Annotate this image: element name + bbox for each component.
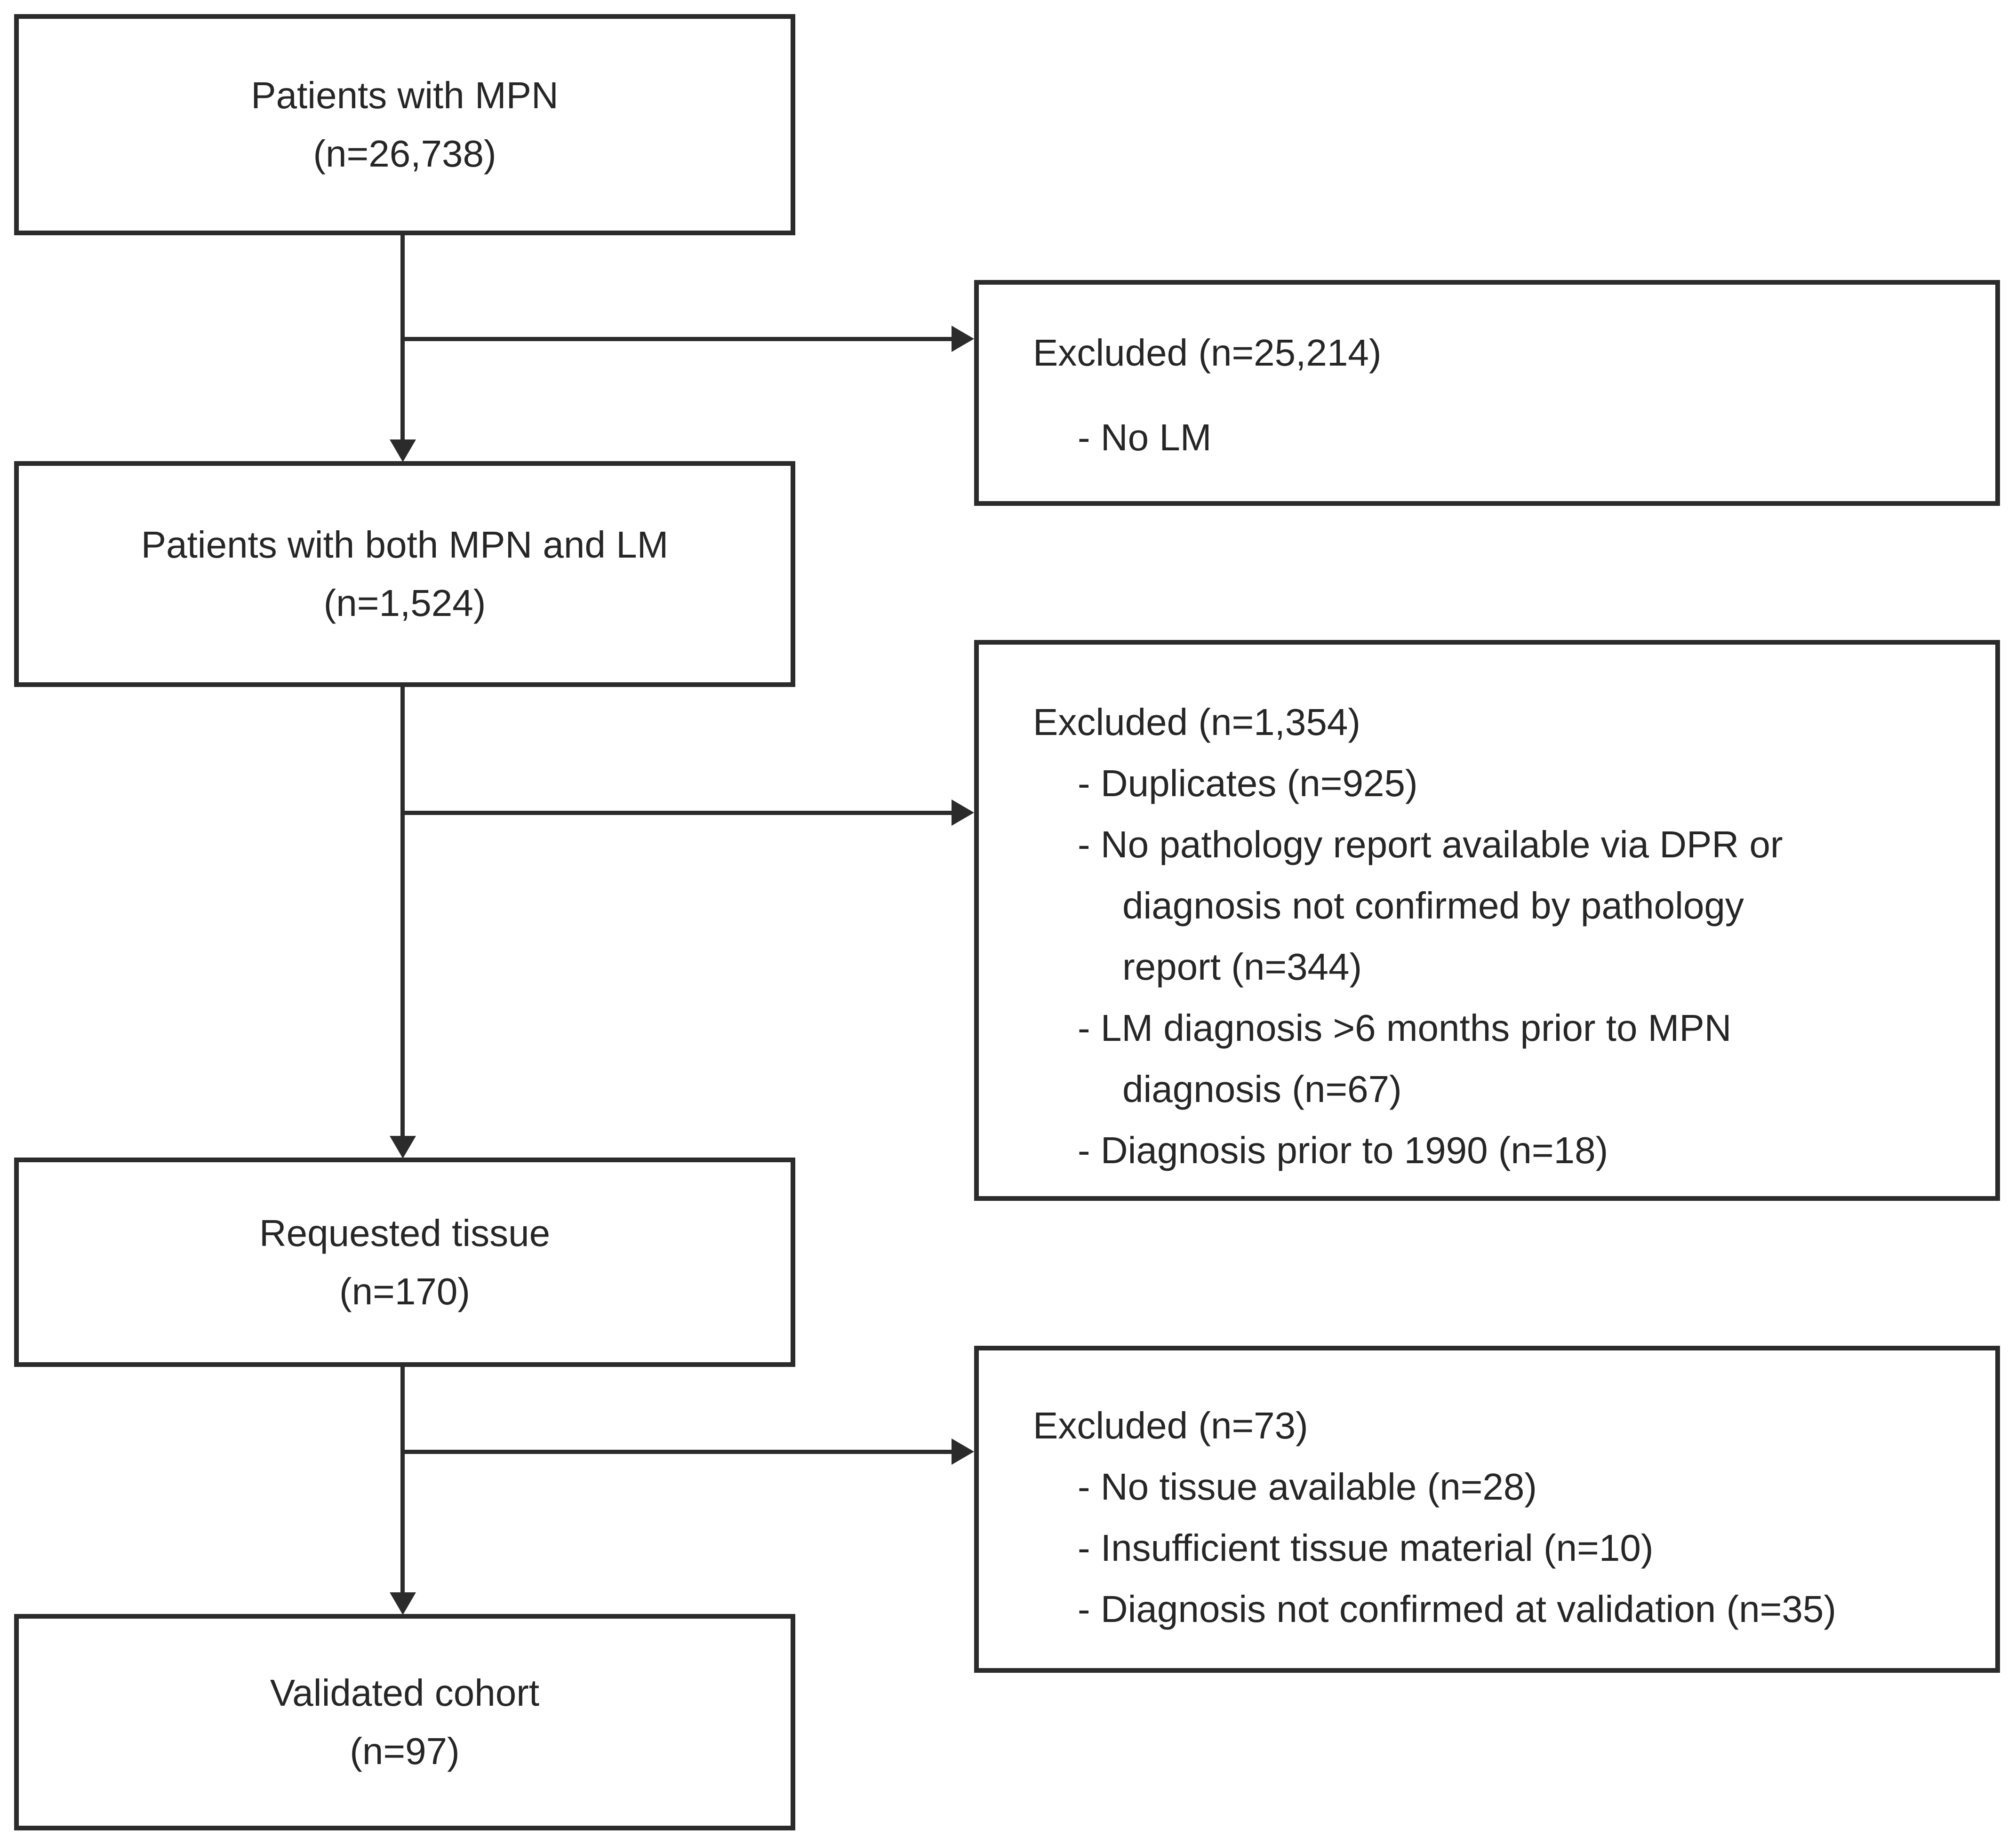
connector-line-3 [400,1367,405,1597]
flow-box-count: (n=1,524) [323,582,486,624]
flow-box-count: (n=97) [350,1730,460,1772]
arrow-down-icon [390,1592,416,1615]
arrow-right-icon [952,799,974,826]
exclusion-title: Excluded (n=73) [1033,1405,1308,1446]
exclusion-bullet-list: - No LM [1078,407,1967,468]
flow-box-patients-with-mpn-and-lm: Patients with both MPN and LM (n=1,524) [14,461,795,687]
exclusion-bullet: - LM diagnosis >6 months prior to MPN di… [1078,1007,1732,1110]
branch-line-1 [402,337,954,341]
flow-box-count: (n=26,738) [313,133,496,175]
flow-box-validated-cohort: Validated cohort (n=97) [14,1614,795,1830]
flow-box-label-line1: Patients with MPN [251,74,559,116]
flow-box-label-line1: Patients with both MPN and LM [141,524,669,566]
arrow-down-icon [390,439,416,462]
exclusion-bullet: - No tissue available (n=28) [1078,1466,1537,1508]
flow-box-requested-tissue: Requested tissue (n=170) [14,1158,795,1367]
flow-box-count: (n=170) [339,1270,470,1312]
branch-line-3 [402,1450,954,1454]
exclusion-bullet: - Duplicates (n=925) [1078,762,1418,804]
exclusion-bullet: - No LM [1078,416,1212,458]
flow-box-patients-with-mpn: Patients with MPN (n=26,738) [14,14,795,235]
exclusion-bullet: - Diagnosis prior to 1990 (n=18) [1078,1129,1608,1171]
arrow-right-icon [952,1438,974,1465]
arrow-right-icon [952,326,974,352]
flow-box-label-line1: Requested tissue [259,1212,551,1254]
exclusion-bullet: - No pathology report available via DPR … [1078,823,1783,988]
connector-line-2 [400,687,405,1139]
exclusion-title: Excluded (n=25,214) [1033,332,1382,374]
branch-line-2 [402,811,954,815]
flow-box-label-line1: Validated cohort [270,1672,540,1714]
exclusion-bullet-list: - No tissue available (n=28) - Insufficie… [1078,1456,1967,1640]
arrow-down-icon [390,1136,416,1158]
exclusion-bullet-list: - Duplicates (n=925) - No pathology repor… [1078,753,1967,1181]
exclusion-bullet: - Diagnosis not confirmed at validation … [1078,1588,1836,1630]
exclusion-box-no-lm: Excluded (n=25,214) - No LM [974,280,2000,506]
exclusion-bullet: - Insufficient tissue material (n=10) [1078,1527,1654,1569]
exclusion-title: Excluded (n=1,354) [1033,701,1361,743]
exclusion-box-tissue-validation: Excluded (n=73) - No tissue available (n… [974,1346,2000,1673]
exclusion-box-record-review: Excluded (n=1,354) - Duplicates (n=925)-… [974,640,2000,1201]
